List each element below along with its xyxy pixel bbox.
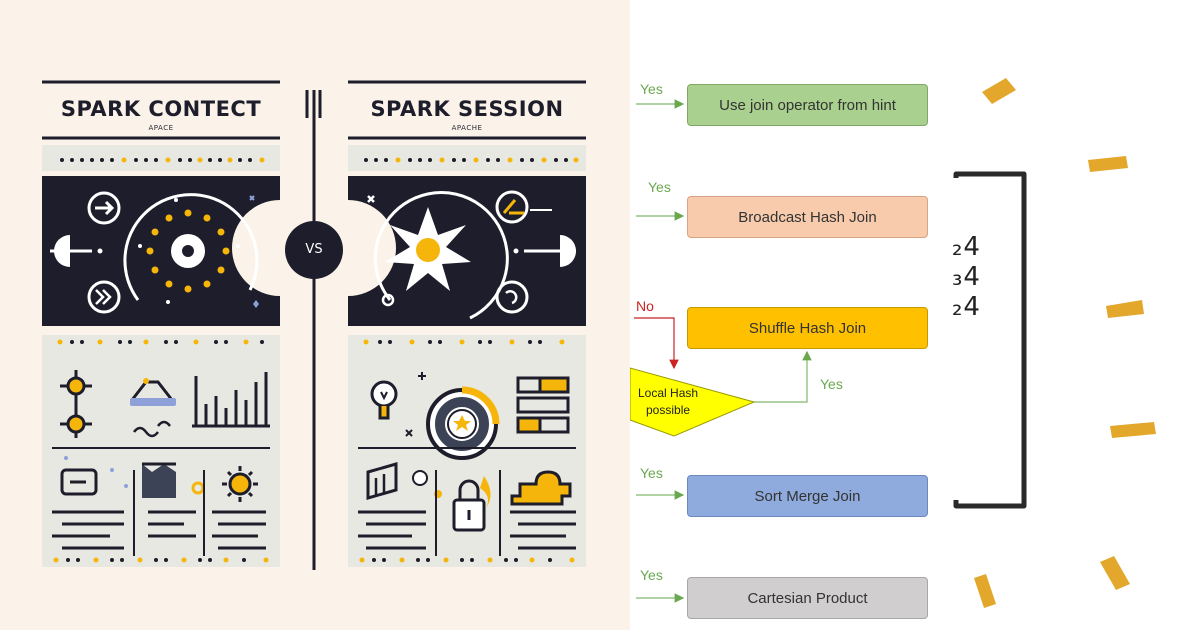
- loop-icon: [495, 280, 529, 314]
- sparkle-icon: [249, 195, 255, 201]
- sort-merge-join-box: Sort Merge Join: [687, 475, 928, 517]
- sparkle-icon: [253, 300, 259, 308]
- spark-nodes: [146, 209, 230, 293]
- wave-icon: [133, 420, 171, 438]
- key-icon: [495, 190, 529, 224]
- spark-context-hero-block: [42, 176, 280, 326]
- spark-session-title: SPARK SESSION: [370, 97, 564, 121]
- text-lines: [52, 510, 266, 550]
- table-grid-icon: [516, 376, 570, 434]
- text-lines: [358, 510, 576, 550]
- card-icon: [60, 468, 98, 496]
- spark-comparison-panel: SPARK CONTECT APACE SPARK SESSION APACHE…: [0, 0, 630, 630]
- robot-arm-icon: [130, 378, 176, 406]
- close-mark-icon: [367, 195, 375, 203]
- broadcast-hash-join-box: Broadcast Hash Join: [687, 196, 928, 238]
- padlock-icon: [452, 476, 491, 532]
- bar-chart-icon: [192, 372, 270, 428]
- join-hint-box: Use join operator from hint: [687, 84, 928, 126]
- yes-label: Yes: [820, 376, 843, 392]
- flowchart-connectors: [630, 78, 1156, 608]
- building-icon: [366, 462, 398, 500]
- double-chevron-icon: [87, 280, 121, 314]
- dot-strip: [42, 145, 280, 171]
- orbit-ring: [373, 191, 509, 320]
- dot-strip: [348, 145, 586, 171]
- yes-arrow-shuffle: [754, 350, 812, 403]
- shuffle-hash-join-box: Shuffle Hash Join: [687, 307, 928, 349]
- dot-row: [60, 158, 568, 162]
- donut-chart-icon: [426, 386, 500, 460]
- sun-core-icon: [416, 238, 440, 262]
- yes-label: Yes: [640, 465, 663, 481]
- yes-label: Yes: [648, 179, 671, 195]
- cartesian-product-box: Cartesian Product: [687, 577, 928, 619]
- cloud-puzzle-icon: [510, 470, 572, 506]
- join-strategy-flowchart: Use join operator from hint Broadcast Ha…: [630, 0, 1200, 630]
- gear-icon: [222, 466, 258, 502]
- orbit-ring: [123, 193, 259, 301]
- vs-label: VS: [305, 242, 323, 257]
- lightbulb-icon: [370, 380, 398, 420]
- arrow-right-icon: [95, 200, 115, 216]
- double-chevron-icon: [95, 289, 112, 305]
- bracket-numbers: ₂4 ₃4 ₂4: [952, 232, 981, 322]
- decorative-dashes: [974, 78, 1156, 608]
- close-mark-icon: [405, 429, 413, 437]
- yes-label: Yes: [640, 81, 663, 97]
- yes-label: Yes: [640, 567, 663, 583]
- plus-icon: [418, 372, 426, 380]
- lower-panel: [42, 335, 280, 567]
- arrow-right-icon: [87, 191, 121, 225]
- node-chain-icon: [60, 370, 92, 438]
- spark-context-subtitle: APACE: [148, 124, 174, 132]
- bracket-mark: [953, 171, 1027, 509]
- local-hash-label: Local Hash possible: [638, 386, 699, 417]
- local-hash-decision-diamond: [630, 367, 756, 437]
- vs-badge: [285, 221, 343, 279]
- envelope-icon: [142, 464, 176, 498]
- spark-comparison-graphic: [42, 80, 586, 570]
- no-label: No: [636, 298, 654, 314]
- spark-session-subtitle: APACHE: [451, 124, 483, 132]
- no-arrow-local-hash: [634, 317, 679, 370]
- spark-context-title: SPARK CONTECT: [60, 97, 262, 121]
